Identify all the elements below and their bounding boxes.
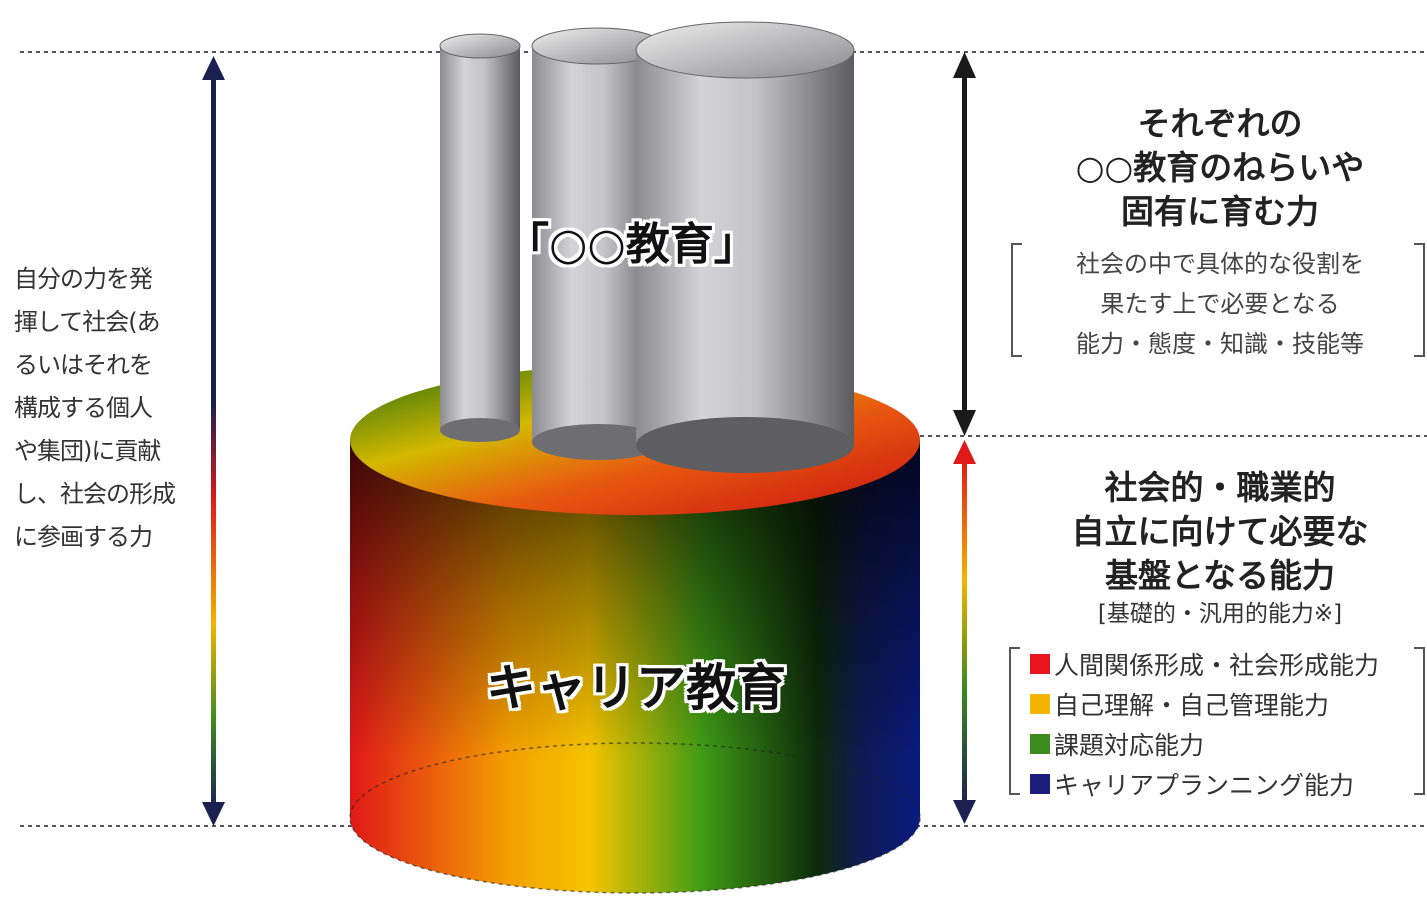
upper-heading: それぞれの ○○教育のねらいや 固有に育む力: [1010, 102, 1427, 234]
legend-swatch: [1030, 694, 1050, 714]
legend-swatch: [1030, 734, 1050, 754]
legend-item: キャリアプランニング能力: [1030, 764, 1379, 804]
legend-swatch: [1030, 654, 1050, 674]
upper-heading-line: ○○教育のねらいや: [1075, 148, 1365, 187]
right-upper-arrow: [953, 52, 976, 436]
upper-heading-line: それぞれの: [1137, 104, 1303, 143]
legend-item: 自己理解・自己管理能力: [1030, 684, 1379, 724]
legend-label: 自己理解・自己管理能力: [1054, 691, 1330, 720]
ability-legend: 人間関係形成・社会形成能力 自己理解・自己管理能力 課題対応能力 キャリアプラン…: [1030, 644, 1379, 804]
base-cylinder-shade: [350, 440, 920, 893]
subject-cylinders: [439, 21, 855, 473]
right-lower-arrow: [953, 440, 976, 824]
legend-label: キャリアプランニング能力: [1054, 771, 1355, 800]
legend-swatch: [1030, 774, 1050, 794]
legend-label: 人間関係形成・社会形成能力: [1054, 651, 1380, 680]
left-description-line: 揮して社会(あ: [14, 308, 161, 336]
upper-heading-line: 固有に育む力: [1121, 192, 1319, 231]
description-bracket: [1011, 243, 1425, 357]
subject-education-label: 「○○教育」: [505, 219, 758, 270]
left-description-line: るいはそれを: [14, 351, 153, 379]
upper-description: 社会の中で具体的な役割を 果たす上で必要となる 能力・態度・知識・技能等: [1050, 244, 1390, 364]
career-education-label: キャリア教育: [486, 659, 786, 717]
legend-item: 人間関係形成・社会形成能力: [1030, 644, 1379, 684]
lower-heading-line: 社会的・職業的: [1104, 468, 1336, 507]
left-range-arrow: [202, 56, 225, 826]
left-description: 自分の力を発 揮して社会(あ るいはそれを 構成する個人 や集団)に貢献 し、社…: [14, 258, 192, 559]
lower-heading-line: 自立に向けて必要な: [1071, 512, 1369, 551]
lower-heading-line: 基盤となる能力: [1104, 556, 1335, 595]
base-cylinder-bottom-dotted: [349, 742, 921, 894]
legend-item: 課題対応能力: [1030, 724, 1379, 764]
upper-description-line: 能力・態度・知識・技能等: [1076, 330, 1364, 358]
legend-bracket: [1009, 647, 1425, 795]
subject-cylinder-wide: [635, 21, 855, 473]
left-description-line: に参画する力: [14, 523, 153, 551]
upper-description-line: 果たす上で必要となる: [1100, 290, 1340, 318]
legend-label: 課題対応能力: [1054, 731, 1205, 760]
upper-description-line: 社会の中で具体的な役割を: [1076, 250, 1364, 278]
lower-subheading: [基礎的・汎用的能力※]: [1097, 601, 1343, 627]
left-description-line: や集団)に貢献: [14, 437, 161, 465]
subject-cylinder-thin: [439, 33, 521, 442]
left-description-line: 自分の力を発: [14, 265, 153, 293]
lower-heading: 社会的・職業的 自立に向けて必要な 基盤となる能力: [1010, 466, 1427, 598]
guide-lines: [20, 51, 1427, 827]
left-description-line: し、社会の形成: [14, 480, 176, 508]
left-description-line: 構成する個人: [14, 394, 153, 422]
